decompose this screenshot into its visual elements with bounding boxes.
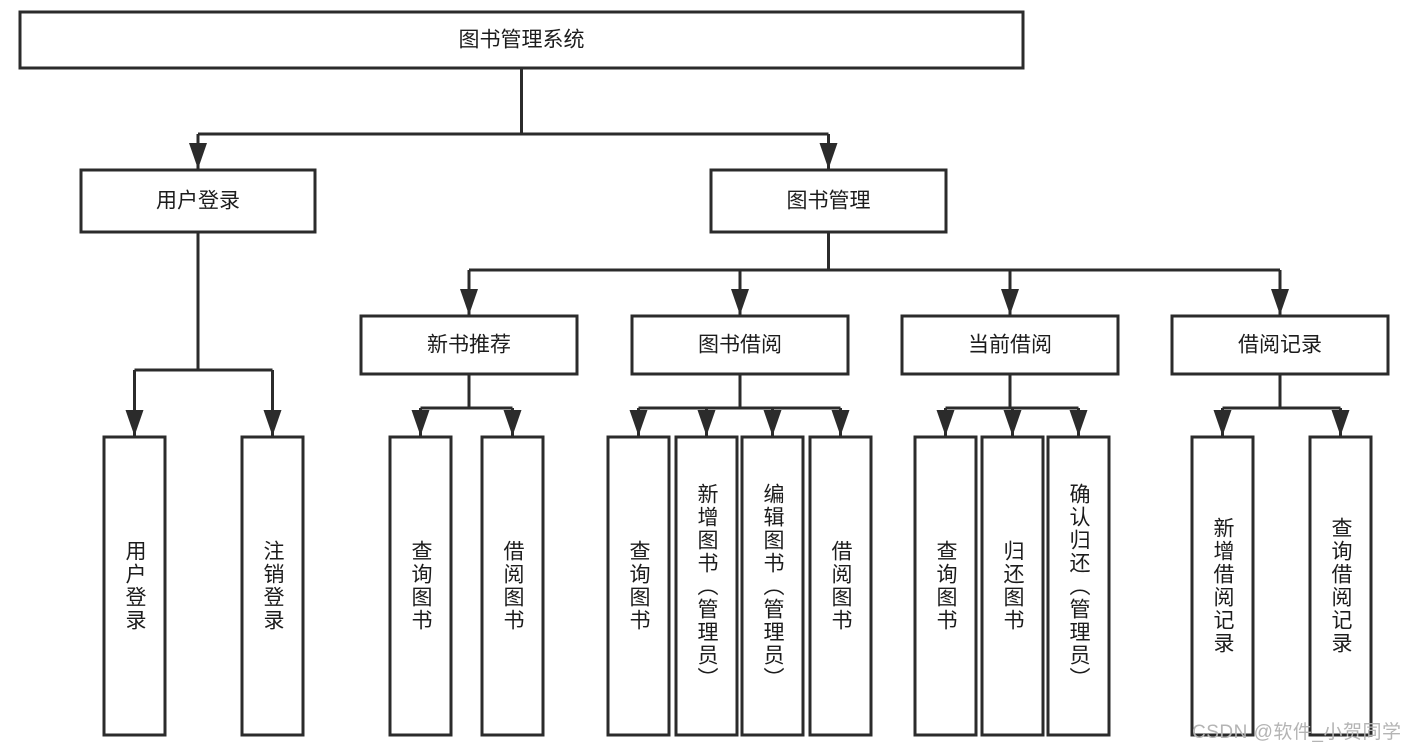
node-leaf-add-record-box[interactable] [1190,435,1255,737]
node-leaf-query-book-rec-box[interactable] [388,435,453,737]
node-leaf-user-login-box[interactable] [102,435,167,737]
node-leaf-edit-book-box[interactable] [740,435,805,737]
arrow-head-icon [1003,410,1022,436]
connector-lines-group [125,68,1350,436]
node-book-management-label: 图书管理 [787,190,871,213]
node-boxes-group [18,10,1390,737]
arrow-head-icon [629,410,648,436]
node-root-label: 图书管理系统 [459,29,585,52]
node-leaf-borrow-book-box[interactable] [808,435,873,737]
arrow-head-icon [125,410,144,436]
node-new-book-recommend-label: 新书推荐 [427,334,511,357]
node-book-management-box[interactable] [709,168,948,234]
node-book-borrow-box[interactable] [630,314,850,376]
arrow-head-icon [460,289,478,315]
arrow-head-icon [731,289,749,315]
node-borrow-record-box[interactable] [1170,314,1390,376]
arrow-head-icon [1001,289,1019,315]
node-current-borrow-label: 当前借阅 [968,334,1052,357]
node-leaf-add-book-box[interactable] [674,435,739,737]
arrow-head-icon [503,410,522,436]
node-new-book-recommend-box[interactable] [359,314,579,376]
arrow-head-icon [1069,410,1088,436]
arrow-head-icon [763,410,782,436]
node-user-login-box[interactable] [79,168,317,234]
arrow-head-icon [1331,410,1350,436]
node-leaf-query-record-box[interactable] [1308,435,1373,737]
arrow-head-icon [263,410,282,436]
node-leaf-logout-box[interactable] [240,435,305,737]
arrow-head-icon [1271,289,1289,315]
arrow-head-icon [1213,410,1232,436]
arrow-head-icon [819,143,838,169]
node-leaf-query-book-borrow-box[interactable] [606,435,671,737]
node-borrow-record-label: 借阅记录 [1238,334,1322,357]
arrow-head-icon [831,410,850,436]
arrow-head-icon [189,143,207,169]
arrow-head-icon [936,410,955,436]
node-leaf-confirm-return-box[interactable] [1046,435,1111,737]
node-book-borrow-label: 图书借阅 [698,334,782,357]
csdn-watermark: CSDN @软件_小贺同学 [1192,722,1402,743]
arrow-head-icon [697,410,716,436]
node-leaf-borrow-book-rec-box[interactable] [480,435,545,737]
node-leaf-query-book-current-box[interactable] [913,435,978,737]
node-leaf-return-book-box[interactable] [980,435,1045,737]
node-current-borrow-box[interactable] [900,314,1120,376]
node-user-login-label: 用户登录 [156,190,240,213]
arrow-head-icon [411,410,430,436]
node-root-box[interactable] [18,10,1025,70]
